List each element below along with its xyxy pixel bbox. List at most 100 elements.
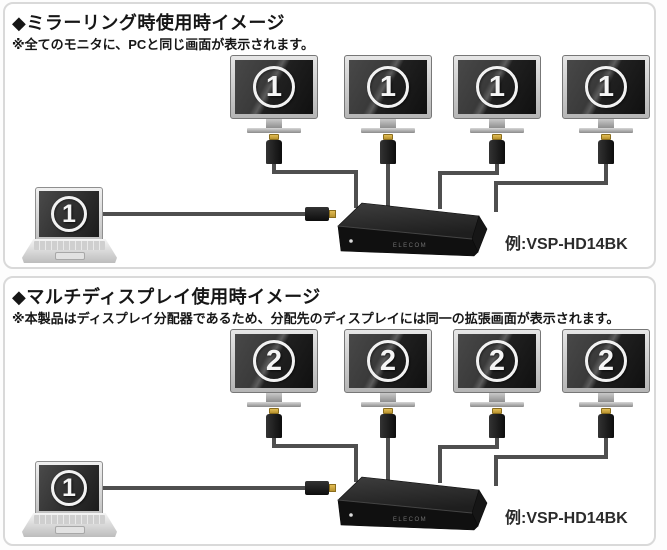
hdmi-plug-icon	[305, 481, 336, 495]
screen-number: 1	[265, 70, 283, 103]
screen-number-badge: 2	[476, 340, 518, 382]
hdmi-plug-body	[305, 481, 329, 495]
hdmi-plug-body	[598, 414, 614, 438]
monitor-stand-base	[361, 128, 415, 133]
hdmi-cable-segment	[438, 171, 499, 175]
hdmi-cable-segment	[386, 162, 390, 208]
hdmi-cable-segment	[354, 444, 358, 482]
monitor-stand-neck	[489, 119, 505, 128]
monitor: 1	[230, 55, 318, 133]
laptop-base	[22, 513, 117, 537]
laptop-screen: 1	[39, 191, 99, 237]
hdmi-plug-body	[380, 140, 396, 164]
hdmi-connector-tip	[383, 408, 393, 414]
screen-number-badge: 2	[367, 340, 409, 382]
hdmi-connector-tip	[269, 408, 279, 414]
screen-number: 1	[597, 70, 615, 103]
hdmi-connector-tip	[601, 408, 611, 414]
monitor: 1	[562, 55, 650, 133]
monitor-screen: 1	[235, 60, 313, 114]
hdmi-plug-body	[266, 414, 282, 438]
hdmi-cable-segment	[604, 436, 608, 459]
hdmi-plug-icon	[598, 408, 614, 438]
hdmi-cable-segment	[438, 445, 442, 483]
panel-multi-display: ◆マルチディスプレイ使用時イメージ ※本製品はディスプレイ分配器であるため、分配…	[3, 276, 656, 546]
monitor-stand-base	[247, 128, 301, 133]
screen-number: 2	[597, 344, 615, 377]
hdmi-connector-tip	[329, 484, 336, 492]
monitor: 2	[562, 329, 650, 407]
monitor-stand-base	[470, 128, 524, 133]
monitor: 2	[453, 329, 541, 407]
monitor-stand-neck	[380, 119, 396, 128]
monitor: 2	[230, 329, 318, 407]
hdmi-cable-segment	[494, 455, 608, 459]
hdmi-connector-tip	[383, 134, 393, 140]
panel-mirroring: ◆ミラーリング時使用時イメージ ※全てのモニタに、PCと同じ画面が表示されます。…	[3, 2, 656, 269]
monitor-screen: 1	[458, 60, 536, 114]
laptop-touchpad	[55, 526, 85, 534]
monitor-screen: 1	[349, 60, 427, 114]
screen-number: 1	[62, 199, 76, 228]
hdmi-cable-segment	[604, 162, 608, 185]
monitor-bezel: 1	[562, 55, 650, 119]
laptop-keyboard	[34, 515, 105, 524]
monitor: 1	[453, 55, 541, 133]
laptop: 1	[22, 461, 117, 537]
hdmi-cable-segment	[438, 171, 442, 209]
monitor-bezel: 2	[562, 329, 650, 393]
model-label: 例:VSP-HD14BK	[505, 236, 628, 253]
hdmi-cable-segment	[495, 436, 499, 449]
monitor-bezel: 1	[344, 55, 432, 119]
screen-number: 1	[488, 70, 506, 103]
screen-number: 2	[379, 344, 397, 377]
monitor-screen: 2	[349, 334, 427, 388]
hdmi-plug-icon	[266, 408, 282, 438]
panel-heading: ◆マルチディスプレイ使用時イメージ	[12, 287, 321, 307]
hdmi-splitter-device: ELECOM	[337, 476, 488, 531]
monitor-stand-neck	[380, 393, 396, 402]
screen-number-badge: 1	[51, 470, 87, 506]
monitor: 2	[344, 329, 432, 407]
hdmi-cable-segment	[272, 444, 358, 448]
monitor-stand-neck	[266, 393, 282, 402]
monitor-bezel: 2	[453, 329, 541, 393]
hdmi-connector-tip	[601, 134, 611, 140]
laptop: 1	[22, 187, 117, 263]
screen-number-badge: 1	[367, 66, 409, 108]
brand-logo: ELECOM	[393, 517, 427, 523]
hdmi-plug-icon	[266, 134, 282, 164]
model-label: 例:VSP-HD14BK	[505, 510, 628, 527]
hdmi-plug-icon	[305, 207, 336, 221]
monitor-bezel: 1	[453, 55, 541, 119]
laptop-keyboard	[34, 241, 105, 250]
monitor-stand-neck	[598, 119, 614, 128]
screen-number-badge: 2	[253, 340, 295, 382]
pc-cable	[103, 212, 307, 216]
hdmi-connector-tip	[329, 210, 336, 218]
hdmi-cable-segment	[438, 445, 499, 449]
laptop-touchpad	[55, 252, 85, 260]
hdmi-plug-icon	[380, 134, 396, 164]
hdmi-plug-icon	[380, 408, 396, 438]
monitor-stand-base	[470, 402, 524, 407]
hdmi-cable-segment	[354, 170, 358, 208]
screen-number-badge: 1	[253, 66, 295, 108]
hdmi-plug-body	[598, 140, 614, 164]
hdmi-plug-body	[266, 140, 282, 164]
hdmi-plug-body	[489, 140, 505, 164]
laptop-base	[22, 239, 117, 263]
screen-number-badge: 1	[585, 66, 627, 108]
hdmi-splitter-device: ELECOM	[337, 202, 488, 257]
screen-number: 1	[62, 473, 76, 502]
monitor-stand-neck	[489, 393, 505, 402]
power-led-icon	[349, 513, 353, 517]
panel-heading: ◆ミラーリング時使用時イメージ	[12, 13, 285, 33]
monitor-stand-base	[361, 402, 415, 407]
monitor-stand-base	[579, 128, 633, 133]
panel-note: ※本製品はディスプレイ分配器であるため、分配先のディスプレイには同一の拡張画面が…	[12, 311, 620, 326]
laptop-lid: 1	[35, 461, 103, 515]
hdmi-cable-segment	[272, 170, 358, 174]
monitor-stand-base	[579, 402, 633, 407]
